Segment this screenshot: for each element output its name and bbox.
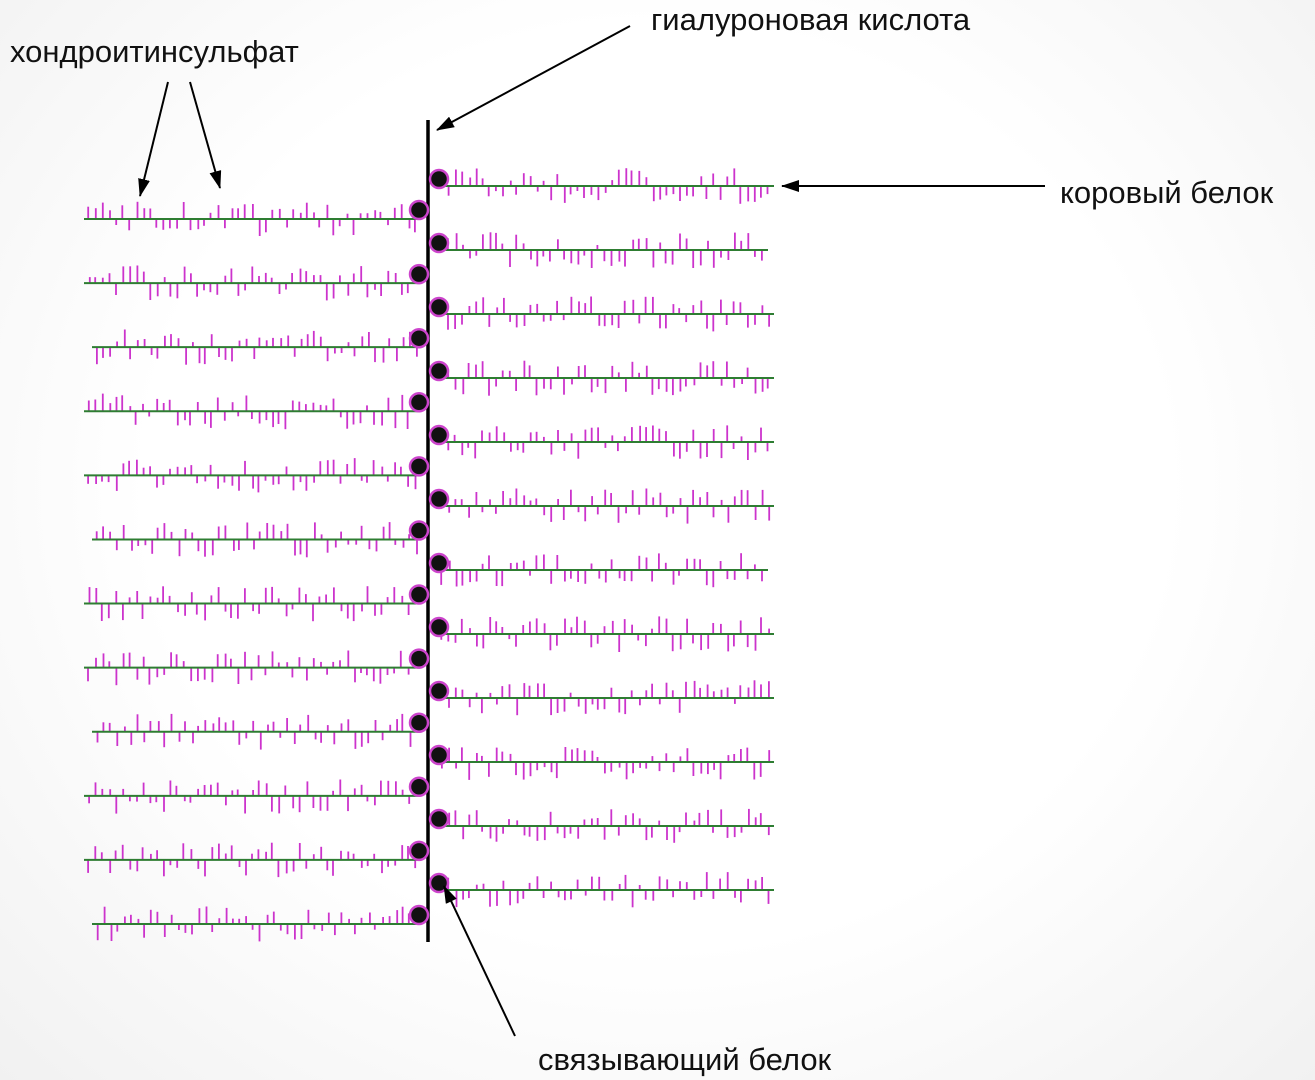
- link-protein-dot: [408, 520, 430, 541]
- link-protein-dot: [428, 232, 450, 254]
- label-hyaluronic-acid: гиалуроновая кислота: [651, 2, 971, 37]
- left-proteoglycan-1: [84, 201, 420, 236]
- link-protein-dot: [428, 680, 450, 702]
- label-link-protein: связывающий белок: [538, 1042, 832, 1077]
- chondroitin-sulfate-bristles: [87, 201, 416, 236]
- link-protein-dot: [408, 712, 430, 733]
- left-proteoglycan-9: [92, 713, 420, 750]
- link-protein-dot: [408, 776, 430, 798]
- chondroitin-sulfate-bristles: [96, 713, 418, 750]
- link-protein-dot: [428, 360, 450, 382]
- chondroitin-sulfate-bristles: [87, 458, 417, 493]
- chondroitin-sulfate-bristles: [440, 616, 770, 652]
- hyaluronic-acid-arrow: [436, 25, 631, 131]
- left-proteoglycan-group: [84, 201, 420, 942]
- link-protein-dot: [428, 616, 450, 638]
- link-protein-dot: [408, 392, 430, 413]
- link-protein-dot: [428, 744, 450, 766]
- chondroitin-sulfate-bristles: [441, 488, 771, 524]
- left-proteoglycan-5: [84, 458, 420, 493]
- label-core-protein: коровый белок: [1060, 175, 1274, 210]
- left-proteoglycan-7: [84, 586, 420, 622]
- link-protein-dot: [428, 552, 450, 574]
- right-proteoglycan-11: [437, 808, 774, 843]
- left-proteoglycan-3: [92, 329, 420, 365]
- chondroitin-sulfate-bristles: [87, 650, 418, 686]
- chondroitin-sulfate-bristles: [88, 586, 417, 622]
- left-proteoglycan-10: [84, 779, 420, 814]
- right-proteoglycan-3: [437, 296, 774, 332]
- annotation-arrows: [138, 25, 1045, 1037]
- link-protein-dot: [408, 456, 430, 477]
- link-protein-dot: [428, 488, 450, 510]
- link-protein-dot: [428, 872, 450, 894]
- link-protein-dot: [428, 424, 450, 446]
- link-protein-dot: [408, 327, 430, 349]
- chondroitin-sulfate-bristles: [440, 680, 770, 716]
- right-proteoglycan-8: [437, 616, 774, 652]
- right-proteoglycan-group: [437, 168, 774, 908]
- right-proteoglycan-9: [437, 680, 774, 716]
- link-protein-dot: [408, 199, 430, 221]
- chondroitin-sulfate-bristles: [440, 747, 771, 780]
- left-proteoglycan-4: [84, 393, 420, 430]
- chondroitin-sulfate-bristles: [441, 425, 769, 460]
- chondroitin-arrow-1: [138, 81, 169, 197]
- right-proteoglycan-12: [437, 872, 774, 908]
- link-protein-dot: [408, 584, 430, 605]
- link-protein-arrow: [443, 885, 516, 1037]
- chondroitin-sulfate-bristles: [440, 872, 770, 908]
- chondroitin-sulfate-bristles: [441, 232, 763, 268]
- chondroitin-sulfate-bristles: [440, 553, 763, 588]
- left-proteoglycan-6: [92, 522, 420, 558]
- chondroitin-arrow-2: [189, 81, 222, 189]
- left-proteoglycan-12: [92, 906, 420, 942]
- right-proteoglycan-1: [437, 168, 774, 204]
- link-protein-dot: [408, 840, 430, 862]
- left-proteoglycan-11: [84, 842, 420, 878]
- link-protein-group: [408, 168, 450, 926]
- link-protein-dot: [428, 808, 450, 830]
- right-proteoglycan-10: [437, 747, 774, 780]
- left-proteoglycan-2: [84, 265, 420, 301]
- right-proteoglycan-2: [437, 232, 768, 268]
- right-proteoglycan-4: [437, 360, 774, 396]
- left-proteoglycan-8: [84, 650, 420, 686]
- link-protein-dot: [428, 168, 450, 190]
- right-proteoglycan-7: [437, 553, 768, 588]
- link-protein-dot: [428, 296, 450, 318]
- link-protein-dot: [408, 904, 430, 926]
- link-protein-dot: [408, 648, 430, 669]
- link-protein-dot: [408, 263, 430, 285]
- chondroitin-sulfate-bristles: [96, 906, 418, 942]
- label-chondroitin-sulfate: хондроитинсульфат: [10, 34, 299, 69]
- right-proteoglycan-6: [437, 488, 774, 524]
- chondroitin-sulfate-bristles: [441, 360, 769, 396]
- right-proteoglycan-5: [437, 425, 774, 460]
- chondroitin-sulfate-bristles: [95, 522, 418, 558]
- chondroitin-sulfate-bristles: [88, 265, 418, 301]
- chondroitin-sulfate-bristles: [440, 296, 770, 332]
- chondroitin-sulfate-bristles: [87, 842, 417, 878]
